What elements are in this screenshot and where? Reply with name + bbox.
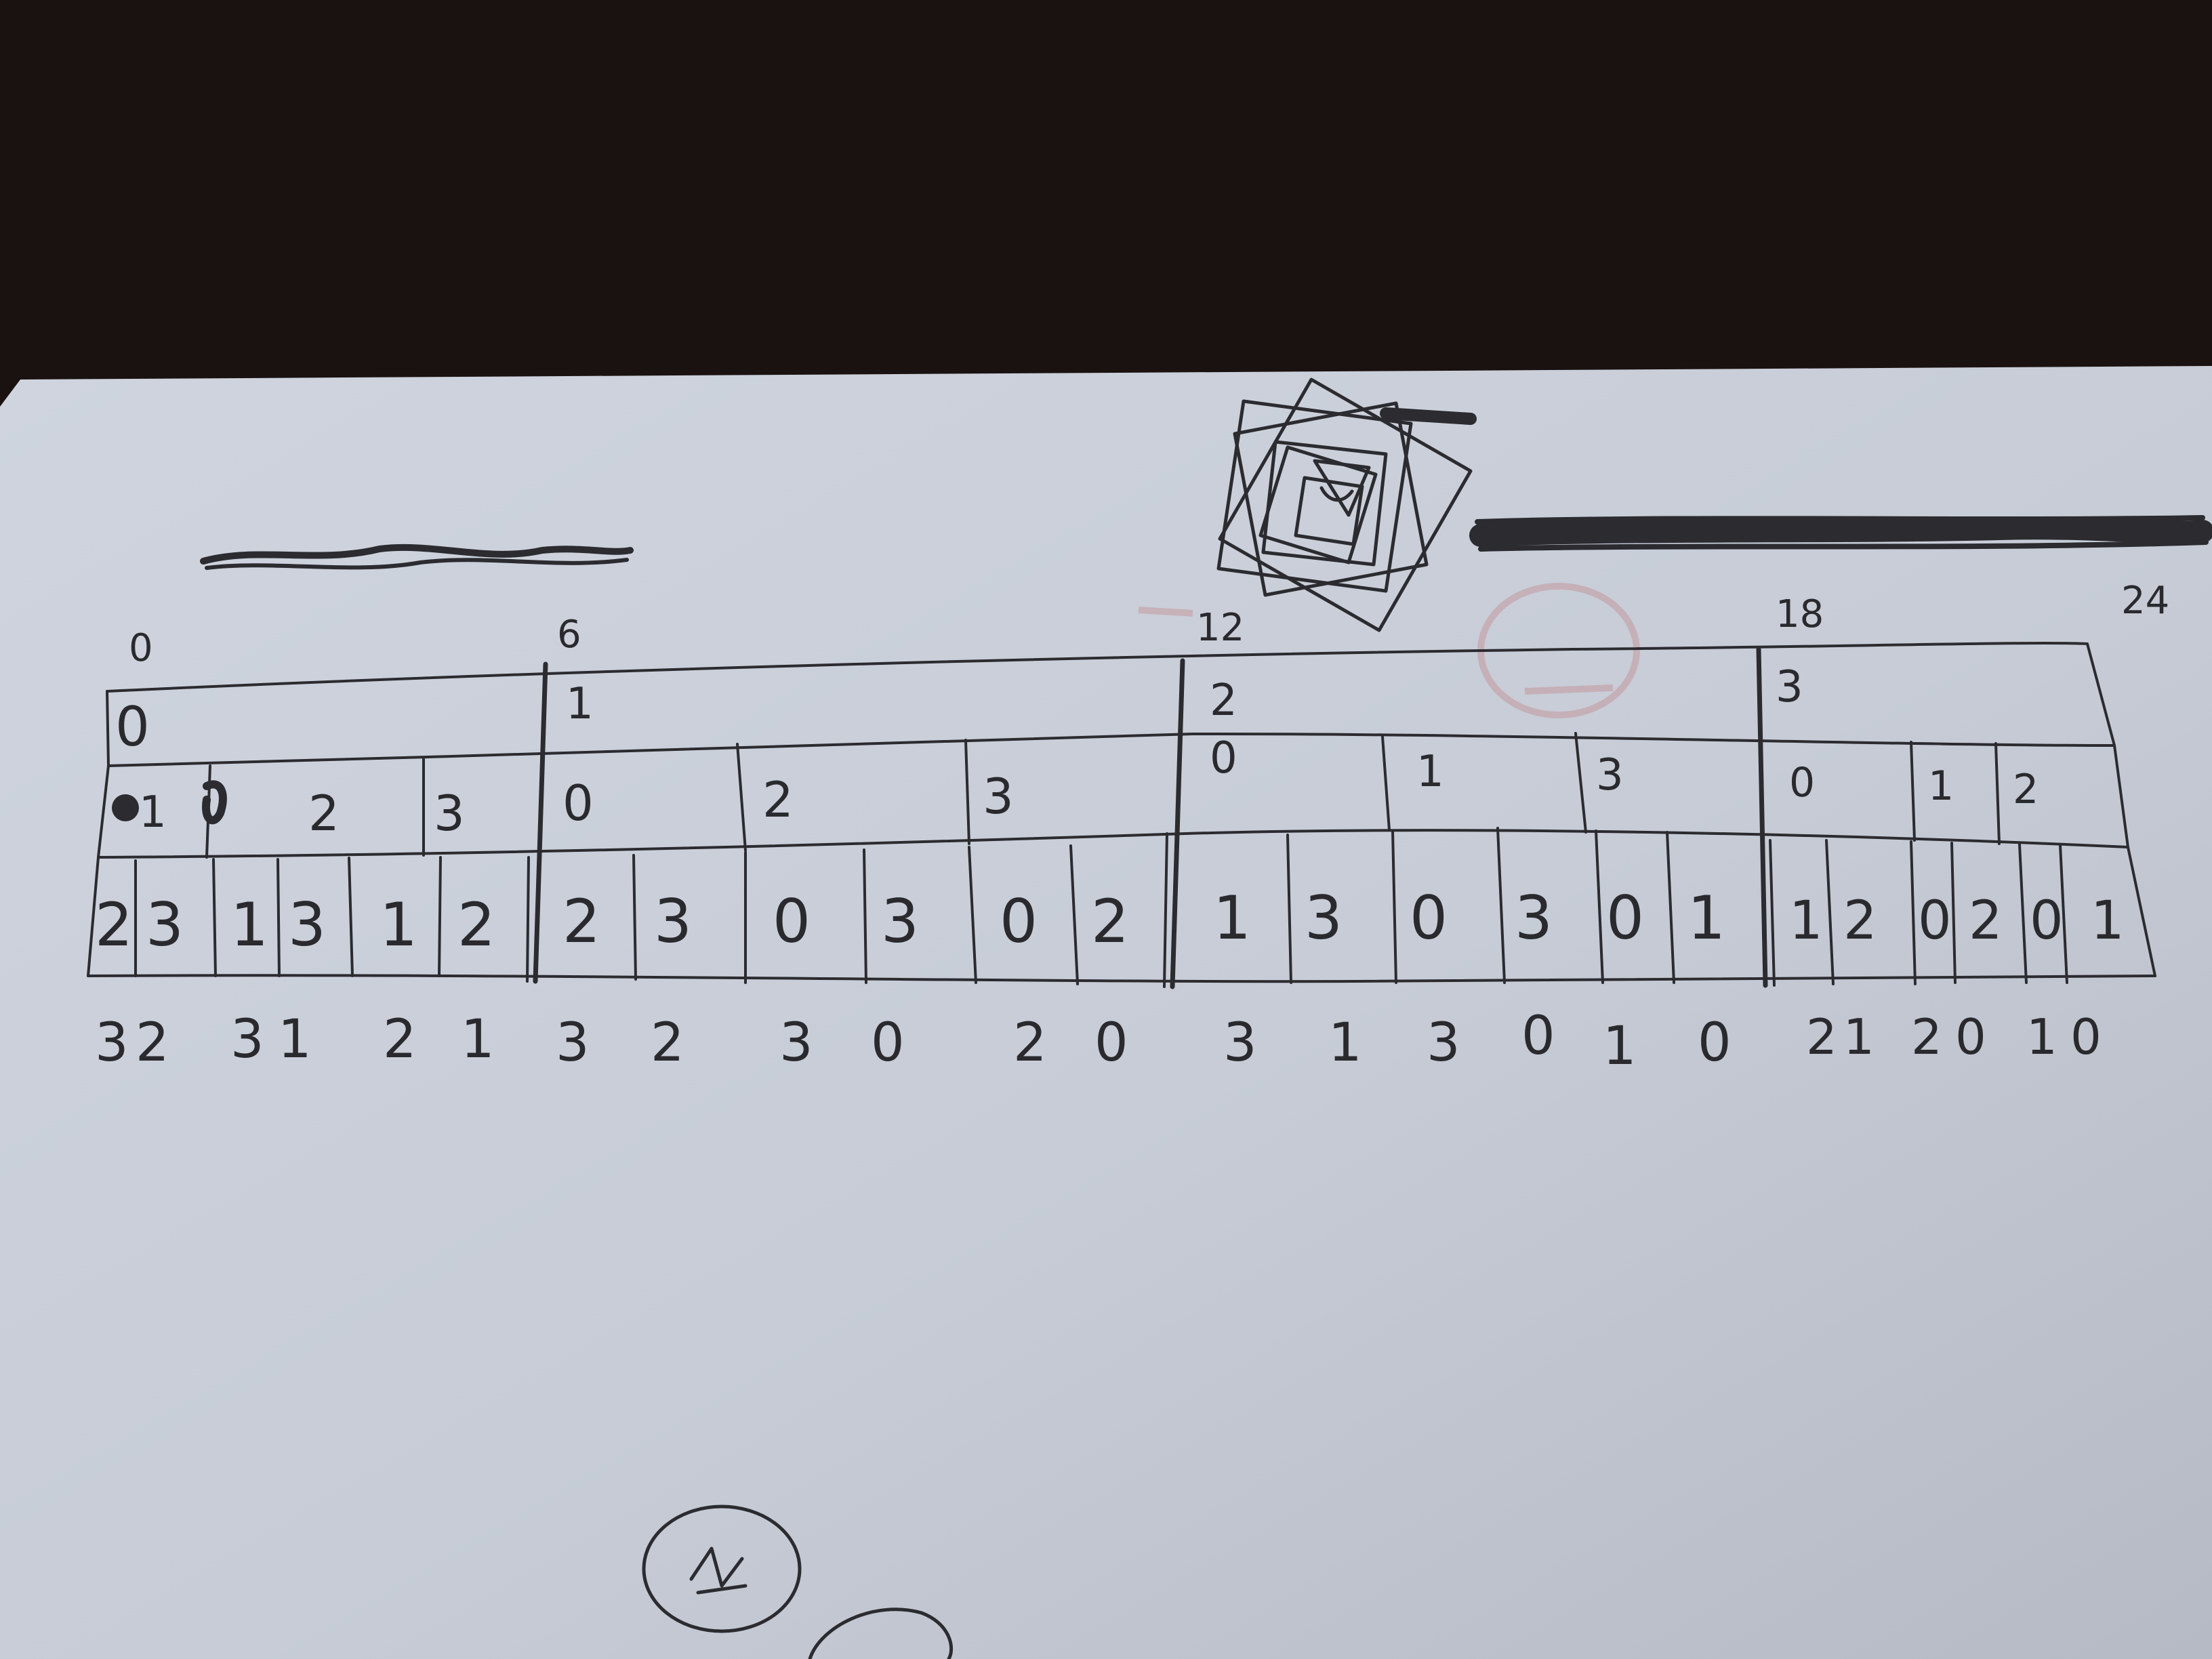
level2-cell: 1 — [139, 787, 167, 838]
level3-cell: 3 — [146, 890, 184, 960]
level2-cell: 0 — [1789, 759, 1815, 806]
level3-cell: 0 — [1918, 890, 1952, 951]
ink-blot — [112, 794, 139, 821]
bottom-cell: 3 — [779, 1012, 813, 1073]
level3-cell: 0 — [1410, 883, 1448, 953]
level3-cell: 2 — [1969, 890, 2003, 951]
bottom-cell: 2 — [651, 1012, 684, 1073]
bottom-cell: 0 — [1521, 1006, 1555, 1067]
level3-cell: 2 — [95, 890, 133, 960]
level1-row: 0 1 2 3 — [115, 662, 1803, 758]
scale-label: 12 — [1196, 606, 1244, 650]
level2-cell: 1 — [1416, 747, 1444, 797]
spiral-squares-doodle-icon — [1216, 377, 1477, 632]
level1-cell: 3 — [1776, 662, 1803, 712]
level3-cell: 3 — [654, 886, 692, 956]
level3-cell: 3 — [1305, 883, 1343, 953]
level3-cell: 2 — [457, 890, 495, 960]
level3-cell: 1 — [380, 890, 417, 960]
bottom-cell: 3 — [95, 1012, 129, 1073]
scale-label: 24 — [2121, 579, 2169, 623]
bottom-cell: 2 — [136, 1012, 169, 1073]
bottom-cell: 1 — [1328, 1012, 1362, 1073]
bottom-cell: 1 — [461, 1009, 495, 1070]
scribbled-digit-icon — [202, 780, 227, 825]
level2-cell: 2 — [2013, 766, 2039, 813]
scribbled-date-icon — [200, 544, 634, 570]
bottom-cell: 0 — [871, 1012, 905, 1073]
level3-cell: 3 — [288, 890, 326, 960]
level2-cell: 3 — [1596, 750, 1624, 800]
level3-cell: 3 — [1515, 883, 1553, 953]
bottom-cell: 3 — [1427, 1012, 1460, 1073]
level1-cell: 0 — [115, 695, 150, 758]
bottom-cell: 1 — [2026, 1008, 2057, 1065]
level2-cell: 1 — [1928, 762, 1954, 810]
level3-cell: 1 — [1213, 883, 1251, 953]
bottom-cell: 2 — [1013, 1012, 1047, 1073]
bottom-cell: 3 — [230, 1009, 264, 1070]
level2-cell: 3 — [434, 785, 465, 842]
scale-label: 0 — [129, 626, 153, 670]
bottom-cell: 2 — [383, 1009, 417, 1070]
level3-cell: 3 — [881, 886, 919, 956]
level2-cell: 2 — [762, 771, 794, 828]
paper-sheet — [0, 366, 2212, 1659]
bottom-cell: 2 — [1806, 1008, 1837, 1065]
top-scale: 0 6 12 18 24 — [129, 579, 2169, 670]
level3-cell: 0 — [773, 886, 811, 956]
bottom-cell: 0 — [1094, 1012, 1128, 1073]
level2-cell: 0 — [562, 775, 594, 832]
scale-label: 18 — [1776, 592, 1824, 636]
level3-cell: 1 — [2091, 890, 2125, 951]
level3-cell: 0 — [1606, 883, 1644, 953]
bottom-cell: 3 — [556, 1012, 590, 1073]
level3-cell: 1 — [1789, 890, 1823, 951]
bottom-cell: 0 — [2070, 1008, 2102, 1065]
circle-doodle-icon — [642, 1504, 954, 1659]
bottom-cell: 1 — [1843, 1008, 1875, 1065]
level3-cell: 1 — [1687, 883, 1725, 953]
level2-row: 1 2 3 0 2 3 0 1 3 0 1 2 — [112, 733, 2039, 842]
bottom-cell: 1 — [1603, 1016, 1637, 1077]
level3-cell: 2 — [1843, 890, 1877, 951]
tree-table — [87, 641, 2156, 989]
level1-cell: 1 — [566, 679, 594, 729]
scribbled-out-line-icon — [1469, 515, 2212, 552]
bottom-cell: 0 — [1955, 1008, 1986, 1065]
scale-label: 6 — [557, 613, 581, 657]
bottom-row: 3 2 3 1 2 1 3 2 3 0 2 0 3 1 3 0 1 0 2 1 … — [95, 1006, 2102, 1077]
level2-cell: 0 — [1210, 733, 1237, 783]
bottom-cell: 3 — [1223, 1012, 1257, 1073]
level3-cell: 0 — [1000, 886, 1038, 956]
level2-cell: 2 — [308, 785, 340, 842]
level1-cell: 2 — [1210, 676, 1237, 726]
bottom-cell: 2 — [1911, 1008, 1942, 1065]
bottom-cell: 0 — [1698, 1012, 1732, 1073]
level3-cell: 1 — [230, 890, 268, 960]
level3-cell: 2 — [1091, 886, 1129, 956]
level2-cell: 3 — [983, 768, 1014, 825]
bottom-cell: 1 — [278, 1009, 312, 1070]
level3-cell: 2 — [562, 886, 600, 956]
level3-cell: 0 — [2030, 890, 2064, 951]
level3-row: 2 3 1 3 1 2 2 3 0 3 0 2 1 3 0 3 0 1 1 2 … — [95, 883, 2125, 960]
